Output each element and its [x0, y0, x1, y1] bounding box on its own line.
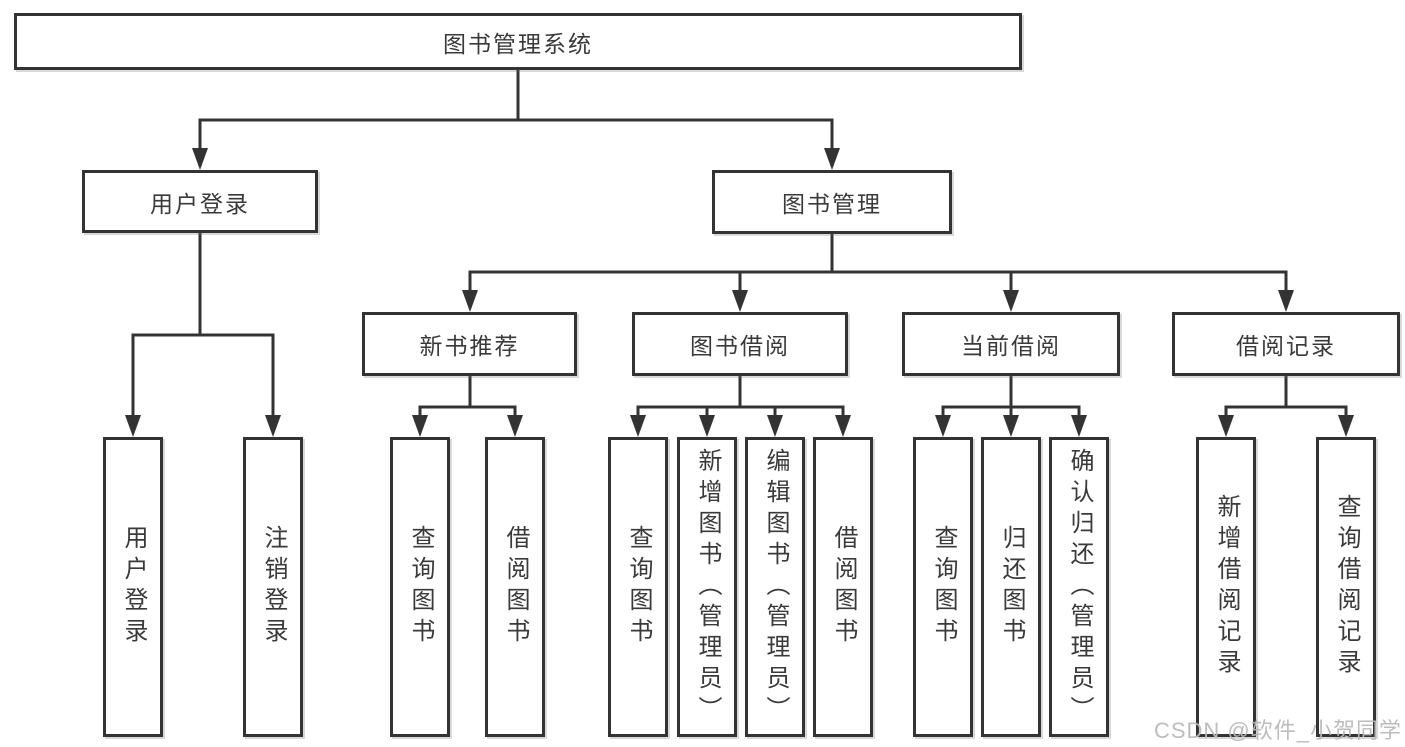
- arrow-icon: [1278, 290, 1294, 312]
- leaf-query-books-recommend-label: 查询图书: [407, 525, 434, 649]
- arrow-icon: [1218, 415, 1234, 437]
- leaf-query-borrow-record-label: 查询借阅记录: [1333, 494, 1360, 680]
- leaf-confirm-return-admin-label: 确认归还（管理员）: [1066, 447, 1093, 727]
- leaf-borrow-books-recommend: 借阅图书: [485, 437, 545, 737]
- arrow-icon: [265, 415, 281, 437]
- node-new-book-recommend-label: 新书推荐: [419, 333, 520, 359]
- node-root-library-system: 图书管理系统: [14, 13, 1022, 70]
- leaf-add-borrow-record-label: 新增借阅记录: [1213, 494, 1240, 680]
- leaf-logout-label: 注销登录: [260, 525, 287, 649]
- leaf-query-books-current: 查询图书: [913, 437, 973, 737]
- leaf-add-books-admin: 新增图书（管理员）: [677, 437, 737, 737]
- leaf-borrow-books: 借阅图书: [813, 437, 873, 737]
- arrow-icon: [507, 415, 523, 437]
- node-current-borrowing-label: 当前借阅: [961, 333, 1061, 359]
- connector-bookmgmt-to-level3: [468, 234, 1288, 293]
- leaf-logout: 注销登录: [243, 437, 303, 737]
- leaf-edit-books-admin-label: 编辑图书（管理员）: [762, 447, 789, 727]
- arrow-icon: [192, 148, 208, 170]
- node-new-book-recommend: 新书推荐: [362, 312, 577, 376]
- leaf-return-books: 归还图书: [981, 437, 1041, 737]
- connector-newbook-to-leaves: [418, 376, 517, 418]
- node-user-login-label: 用户登录: [150, 190, 250, 217]
- leaf-query-books-current-label: 查询图书: [930, 525, 957, 649]
- arrow-icon: [125, 415, 141, 437]
- arrow-icon: [1338, 415, 1354, 437]
- connector-records-to-leaves: [1224, 376, 1348, 418]
- arrow-icon: [1071, 415, 1087, 437]
- leaf-add-books-admin-label: 新增图书（管理员）: [694, 447, 721, 727]
- leaf-query-books-borrowing-label: 查询图书: [625, 525, 652, 649]
- connector-borrowing-to-leaves: [636, 376, 845, 418]
- watermark: CSDN @软件_小贺同学: [1153, 718, 1402, 743]
- arrow-icon: [824, 148, 840, 170]
- leaf-confirm-return-admin: 确认归还（管理员）: [1049, 437, 1109, 737]
- node-user-login: 用户登录: [82, 170, 318, 233]
- arrow-icon: [699, 415, 715, 437]
- leaf-return-books-label: 归还图书: [998, 525, 1025, 649]
- node-borrowing-records-label: 借阅记录: [1236, 333, 1336, 359]
- arrow-icon: [630, 415, 646, 437]
- node-book-management: 图书管理: [712, 170, 952, 234]
- leaf-edit-books-admin: 编辑图书（管理员）: [745, 437, 805, 737]
- connector-current-to-leaves: [941, 376, 1081, 418]
- node-book-management-label: 图书管理: [782, 191, 882, 217]
- leaf-user-login-label: 用户登录: [120, 525, 147, 649]
- leaf-borrow-books-label: 借阅图书: [830, 525, 857, 649]
- leaf-query-books-borrowing: 查询图书: [608, 437, 668, 737]
- arrow-icon: [462, 290, 478, 312]
- arrow-icon: [835, 415, 851, 437]
- connector-root-to-level2: [198, 70, 834, 150]
- arrow-icon: [412, 415, 428, 437]
- arrow-icon: [732, 290, 748, 312]
- leaf-borrow-books-recommend-label: 借阅图书: [502, 525, 529, 649]
- node-root-label: 图书管理系统: [443, 30, 593, 57]
- arrow-icon: [1003, 415, 1019, 437]
- node-book-borrowing: 图书借阅: [632, 312, 848, 376]
- arrow-icon: [935, 415, 951, 437]
- node-current-borrowing: 当前借阅: [902, 312, 1120, 376]
- leaf-query-borrow-record: 查询借阅记录: [1316, 437, 1376, 737]
- arrow-icon: [767, 415, 783, 437]
- connector-userlogin-to-leaves: [131, 233, 275, 418]
- leaf-add-borrow-record: 新增借阅记录: [1196, 437, 1256, 737]
- arrowheads: [125, 148, 1354, 437]
- node-book-borrowing-label: 图书借阅: [690, 333, 790, 359]
- leaf-user-login: 用户登录: [103, 437, 163, 737]
- leaf-query-books-recommend: 查询图书: [390, 437, 450, 737]
- arrow-icon: [1003, 290, 1019, 312]
- node-borrowing-records: 借阅记录: [1172, 312, 1400, 376]
